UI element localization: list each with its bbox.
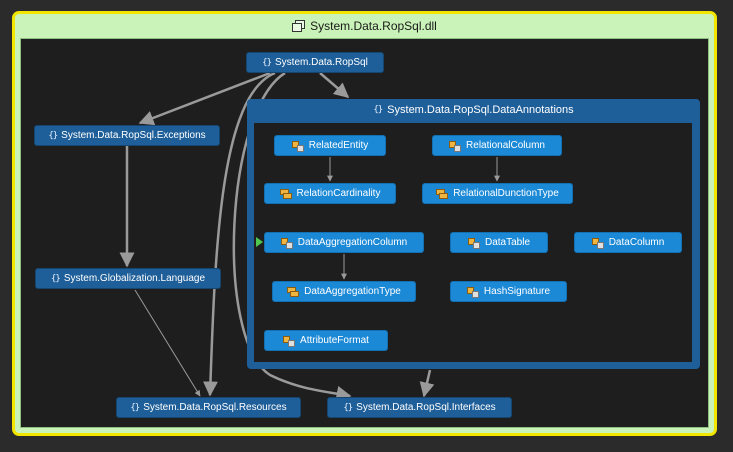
type-node-data-aggregation-type[interactable]: DataAggregationType [272, 281, 416, 302]
enum-icon [436, 188, 449, 199]
link-annotations-to-interfaces [419, 369, 435, 398]
namespace-icon: {} [48, 130, 58, 141]
link-language-to-resources [134, 289, 201, 397]
class-icon [467, 237, 480, 249]
namespace-node-language[interactable]: {} System.Globalization.Language [35, 268, 221, 289]
type-label: DataColumn [608, 237, 665, 248]
enum-icon [287, 286, 300, 297]
namespace-icon: {} [343, 402, 353, 413]
type-label: RelationalDunctionType [453, 188, 559, 199]
type-node-relational-column[interactable]: RelationalColumn [432, 135, 562, 156]
assembly-icon [292, 20, 306, 32]
link-root-to-annotations [319, 72, 350, 98]
type-node-related-entity[interactable]: RelatedEntity [274, 135, 386, 156]
assembly-title: System.Data.RopSql.dll [310, 19, 437, 33]
namespace-label: System.Data.RopSql.Exceptions [61, 130, 206, 141]
type-node-relation-cardinality[interactable]: RelationCardinality [264, 183, 396, 204]
namespace-label: System.Globalization.Language [63, 273, 206, 284]
entry-marker-icon [256, 237, 263, 247]
type-label: AttributeFormat [300, 335, 369, 346]
type-label: DataTable [484, 237, 531, 248]
class-icon [466, 286, 479, 298]
namespace-icon: {} [130, 402, 140, 413]
type-label: RelationCardinality [296, 188, 381, 199]
namespace-icon: {} [50, 273, 61, 284]
type-label: DataAggregationType [304, 286, 401, 297]
namespace-label: System.Data.RopSql.Interfaces [356, 402, 496, 413]
class-icon [591, 237, 604, 249]
namespace-node-interfaces[interactable]: {} System.Data.RopSql.Interfaces [327, 397, 512, 418]
type-label: RelationalColumn [466, 140, 545, 151]
type-label: HashSignature [483, 286, 551, 297]
namespace-node-root[interactable]: {} System.Data.RopSql [246, 52, 384, 73]
namespace-node-exceptions[interactable]: {} System.Data.RopSql.Exceptions [34, 125, 220, 146]
link-root-to-resources [202, 71, 276, 397]
namespace-group-label: System.Data.RopSql.DataAnnotations [387, 104, 574, 116]
namespace-group-header[interactable]: {} System.Data.RopSql.DataAnnotations [247, 99, 700, 121]
type-label: DataAggregationColumn [297, 237, 408, 248]
type-node-attribute-format[interactable]: AttributeFormat [264, 330, 388, 351]
namespace-label: System.Data.RopSql.Resources [143, 402, 287, 413]
namespace-node-resources[interactable]: {} System.Data.RopSql.Resources [116, 397, 301, 418]
type-node-data-column[interactable]: DataColumn [574, 232, 682, 253]
type-node-data-aggregation-column[interactable]: DataAggregationColumn [264, 232, 424, 253]
assembly-title-bar: System.Data.RopSql.dll [15, 14, 714, 38]
class-icon [449, 140, 462, 152]
link-root-to-exceptions [138, 71, 271, 126]
class-icon [283, 335, 296, 347]
type-node-data-table[interactable]: DataTable [450, 232, 548, 253]
type-node-hash-signature[interactable]: HashSignature [450, 281, 567, 302]
type-node-relational-junction-type[interactable]: RelationalDunctionType [422, 183, 573, 204]
class-icon [291, 140, 304, 152]
namespace-icon: {} [262, 57, 272, 68]
namespace-icon: {} [373, 105, 383, 115]
namespace-label: System.Data.RopSql [275, 57, 368, 68]
enum-icon [279, 188, 292, 199]
class-icon [280, 237, 293, 249]
type-label: RelatedEntity [308, 140, 369, 151]
